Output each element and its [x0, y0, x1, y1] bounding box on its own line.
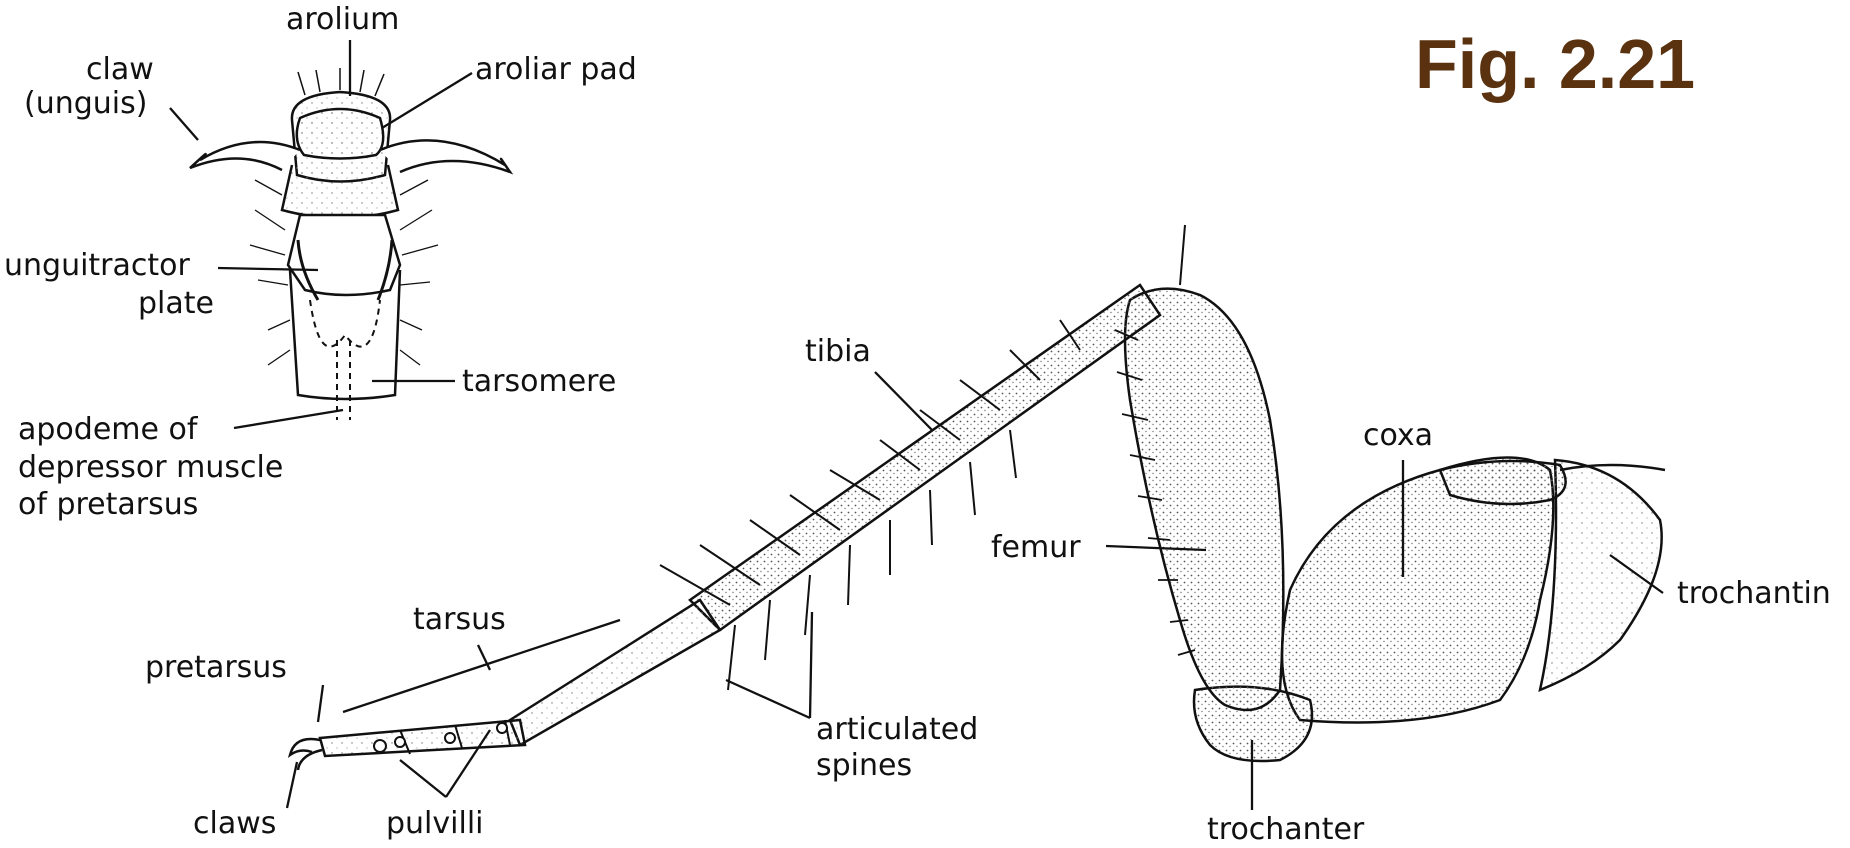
label-femur: femur: [991, 530, 1081, 566]
left-claw: [190, 142, 300, 170]
label-tarsus: tarsus: [413, 602, 506, 638]
label-unguitractor-line1: unguitractor: [4, 248, 190, 284]
label-trochantin: trochantin: [1677, 576, 1831, 612]
aroliar-pad-shape: [297, 109, 383, 159]
label-tarsomere: tarsomere: [462, 364, 616, 400]
label-coxa: coxa: [1363, 418, 1433, 454]
label-apodeme-line1: apodeme of: [18, 412, 197, 448]
label-articulated-line2: spines: [816, 748, 912, 784]
label-apodeme-line2: depressor muscle: [18, 450, 283, 486]
leg-claws-shape: [290, 739, 322, 770]
label-unguitractor-line2: plate: [138, 286, 214, 322]
label-pulvilli: pulvilli: [386, 806, 484, 842]
label-arolium: arolium: [286, 2, 399, 38]
femur-shape: [1125, 289, 1283, 710]
label-tibia: tibia: [805, 334, 871, 370]
label-apodeme-line3: of pretarsus: [18, 487, 198, 523]
label-trochanter: trochanter: [1207, 812, 1364, 848]
figure-title: Fig. 2.21: [1415, 24, 1695, 104]
label-aroliar-pad: aroliar pad: [475, 52, 637, 88]
tibia-shape: [690, 285, 1160, 630]
label-articulated-line1: articulated: [816, 712, 978, 748]
leg-drawing: [290, 225, 1665, 770]
right-claw: [380, 140, 510, 172]
label-claws: claws: [193, 806, 276, 842]
label-pretarsus: pretarsus: [145, 650, 287, 686]
label-claw-line2: (unguis): [24, 86, 147, 122]
label-claw-line1: claw: [86, 52, 154, 88]
